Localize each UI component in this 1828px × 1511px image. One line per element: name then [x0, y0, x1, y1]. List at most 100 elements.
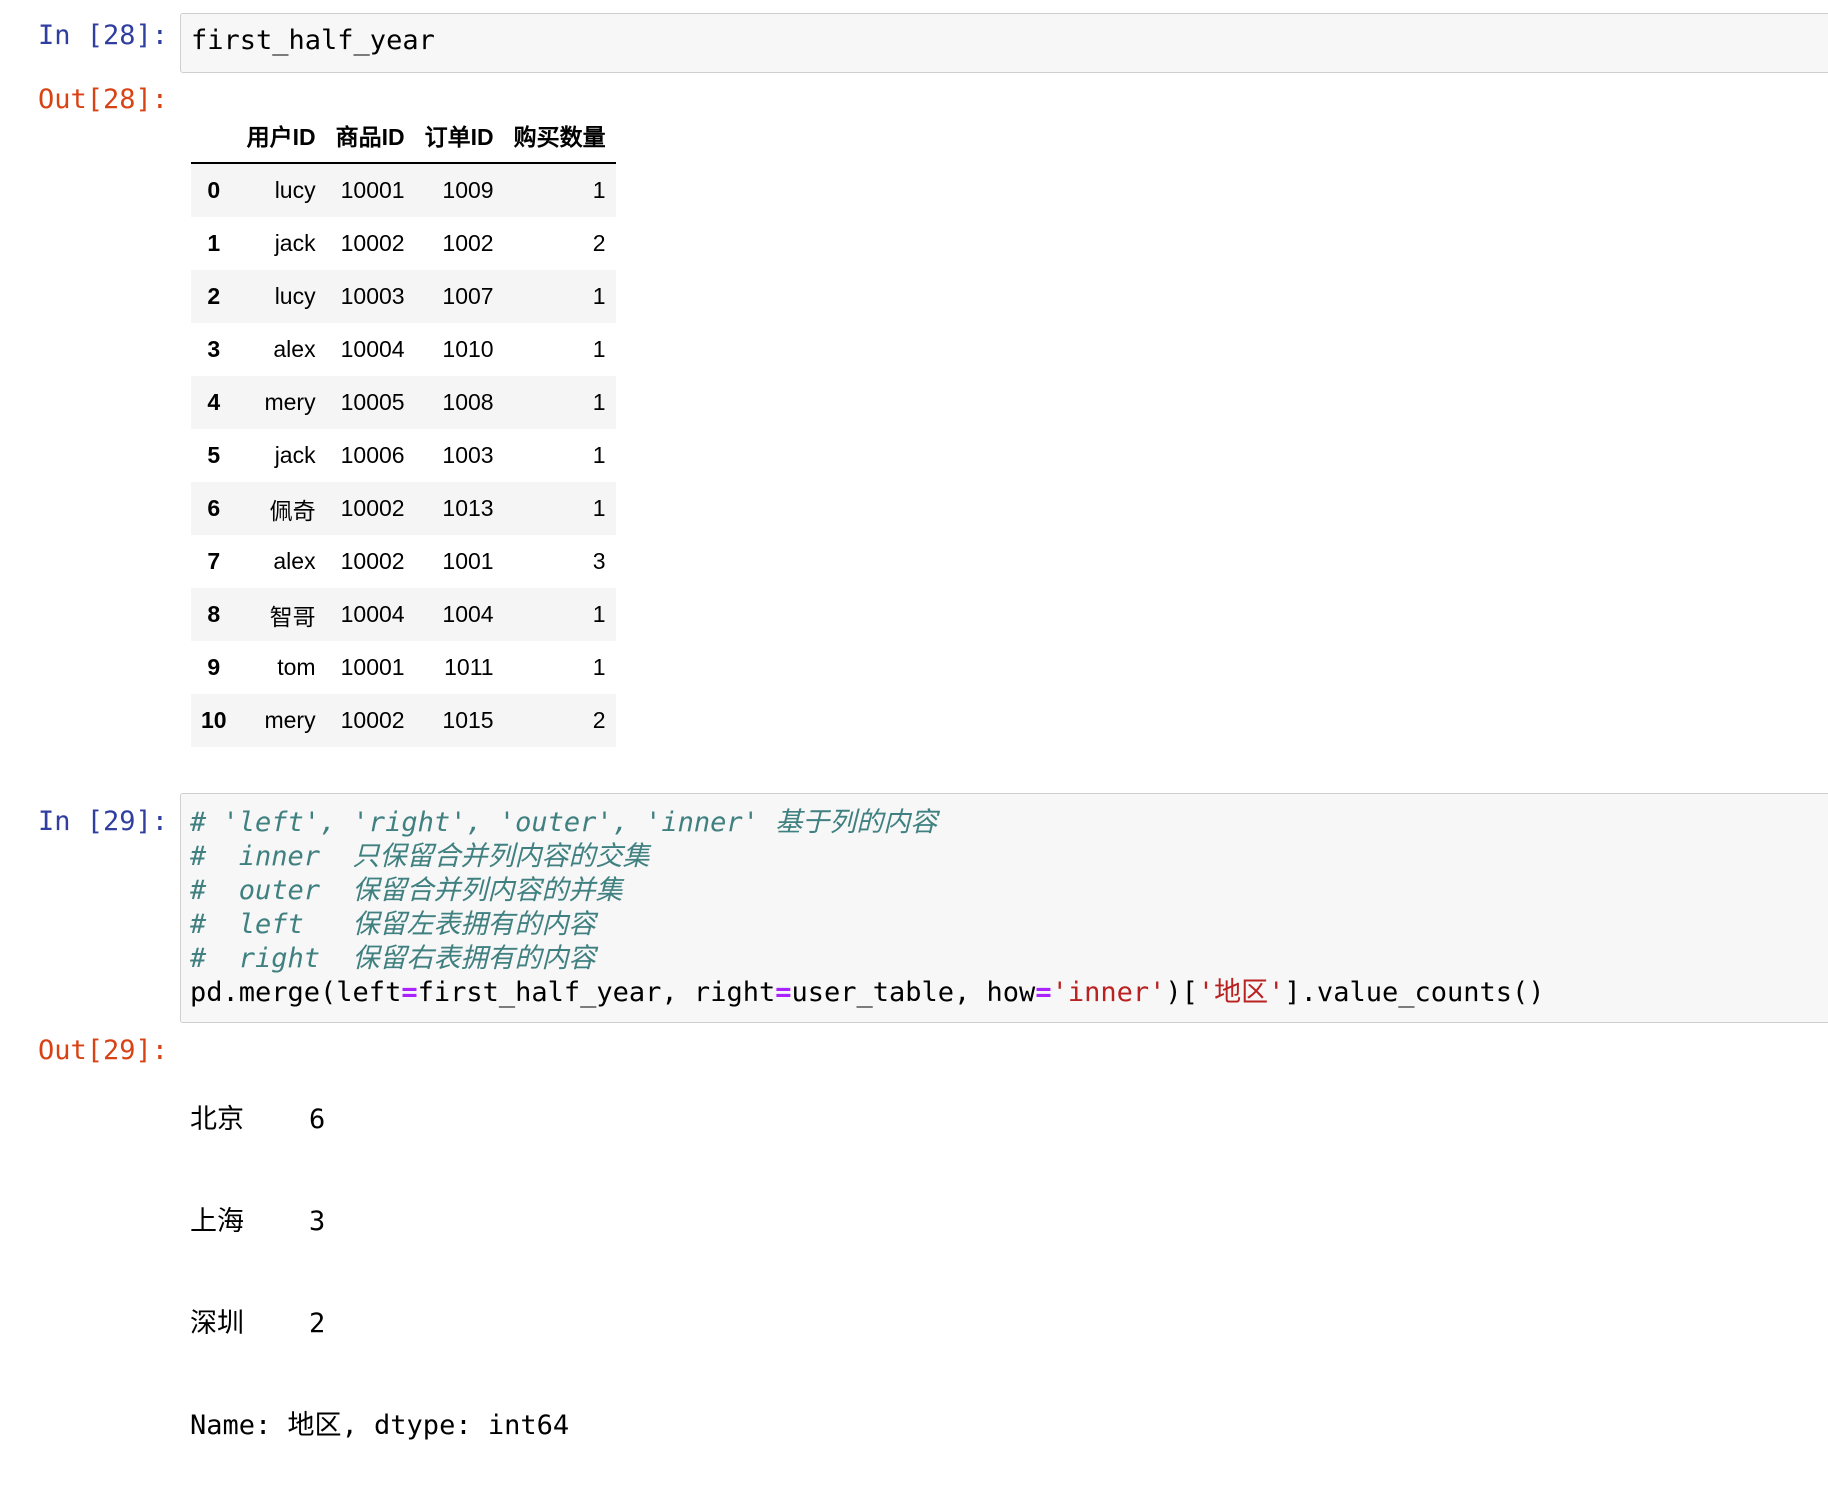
dataframe-table: 用户ID 商品ID 订单ID 购买数量 0 lucy 10001 1009 1 … — [191, 108, 616, 747]
code-token: first_half_year, right — [417, 977, 776, 1008]
table-row: 9 tom 10001 1011 1 — [191, 641, 616, 694]
table-cell: 1 — [592, 601, 606, 627]
table-row: 5 jack 10006 1003 1 — [191, 429, 616, 482]
table-header-row: 用户ID 商品ID 订单ID 购买数量 — [191, 108, 616, 164]
in-prompt-28: In [28]: — [37, 20, 168, 51]
row-index: 5 — [207, 442, 221, 468]
output-line: 北京 6 — [190, 1104, 326, 1135]
table-cell: 10004 — [340, 336, 405, 362]
table-cell: 1002 — [442, 230, 494, 256]
in-prompt-29: In [29]: — [37, 806, 168, 837]
table-cell: alex — [273, 336, 316, 362]
table-cell: tom — [277, 654, 316, 680]
table-row: 2 lucy 10003 1007 1 — [191, 270, 616, 323]
table-cell: 1 — [592, 442, 606, 468]
table-cell: 2 — [592, 707, 606, 733]
code-comment-line: # outer 保留合并列内容的并集 — [190, 875, 623, 906]
table-cell: 10002 — [340, 495, 405, 521]
code-string: '地区' — [1197, 977, 1285, 1008]
row-index: 9 — [207, 654, 221, 680]
code-comment-line: # inner 只保留合并列内容的交集 — [190, 841, 650, 872]
row-index: 1 — [207, 230, 221, 256]
code-input-28[interactable]: first_half_year — [180, 13, 1828, 73]
output-line: 上海 3 — [190, 1206, 326, 1237]
table-cell: 10003 — [340, 283, 405, 309]
output-line: Name: 地区, dtype: int64 — [190, 1410, 570, 1441]
table-row: 4 mery 10005 1008 1 — [191, 376, 616, 429]
row-index: 4 — [207, 389, 221, 415]
table-row: 10 mery 10002 1015 2 — [191, 694, 616, 747]
code-string: 'inner' — [1051, 977, 1166, 1008]
table-cell: 2 — [592, 230, 606, 256]
table-cell: 1011 — [444, 654, 494, 680]
column-header: 商品ID — [325, 108, 415, 164]
table-row: 6 佩奇 10002 1013 1 — [191, 482, 616, 535]
table-cell: 10004 — [340, 601, 405, 627]
table-cell: 1 — [592, 336, 606, 362]
output-line: 深圳 2 — [190, 1308, 326, 1339]
table-row: 7 alex 10002 1001 3 — [191, 535, 616, 588]
table-cell: 1010 — [442, 336, 494, 362]
table-cell: 智哥 — [269, 603, 316, 630]
code-comment-line: # left 保留左表拥有的内容 — [190, 909, 596, 940]
code-input-29[interactable]: # 'left', 'right', 'outer', 'inner' 基于列的… — [180, 793, 1828, 1023]
row-index: 3 — [207, 336, 221, 362]
column-header: 用户ID — [236, 108, 326, 164]
table-cell: 1009 — [442, 177, 494, 203]
table-cell: mery — [264, 389, 316, 415]
row-index: 8 — [207, 601, 221, 627]
out-prompt-28: Out[28]: — [37, 84, 168, 115]
code-comment-line: # 'left', 'right', 'outer', 'inner' 基于列的… — [190, 807, 938, 838]
table-cell: 10001 — [340, 177, 405, 203]
output-text: 北京 6 上海 3 深圳 2 Name: 地区, dtype: int64 — [190, 1035, 569, 1511]
code-operator: = — [1035, 977, 1052, 1008]
table-cell: 佩奇 — [269, 497, 316, 524]
table-cell: 1 — [592, 495, 606, 521]
table-cell: 1 — [592, 389, 606, 415]
table-cell: mery — [264, 707, 316, 733]
table-cell: lucy — [274, 283, 316, 309]
table-row: 1 jack 10002 1002 2 — [191, 217, 616, 270]
row-index: 0 — [207, 177, 221, 203]
row-index: 10 — [201, 707, 227, 733]
table-cell: 10005 — [340, 389, 405, 415]
column-header: 购买数量 — [503, 108, 616, 164]
table-row: 8 智哥 10004 1004 1 — [191, 588, 616, 641]
table-cell: 10002 — [340, 230, 405, 256]
index-header — [191, 108, 237, 164]
code-token: user_table, how — [791, 977, 1036, 1008]
table-cell: 10002 — [340, 707, 405, 733]
code-comment-line: # right 保留右表拥有的内容 — [190, 943, 596, 974]
row-index: 2 — [207, 283, 221, 309]
table-cell: 10001 — [340, 654, 405, 680]
table-cell: 1 — [592, 654, 606, 680]
table-cell: 10002 — [340, 548, 405, 574]
table-cell: 1013 — [442, 495, 494, 521]
table-cell: 1008 — [442, 389, 494, 415]
code-token: ].value_counts() — [1284, 977, 1545, 1008]
table-cell: 1007 — [442, 283, 494, 309]
code-token: )[ — [1165, 977, 1198, 1008]
table-cell: 3 — [592, 548, 606, 574]
table-cell: jack — [274, 230, 316, 256]
row-index: 7 — [207, 548, 221, 574]
code-line: first_half_year — [191, 25, 435, 56]
code-token: pd.merge(left — [190, 977, 402, 1008]
table-cell: jack — [274, 442, 316, 468]
column-header: 订单ID — [414, 108, 504, 164]
table-cell: 1 — [592, 177, 606, 203]
table-cell: 10006 — [340, 442, 405, 468]
table-cell: 1 — [592, 283, 606, 309]
row-index: 6 — [207, 495, 221, 521]
code-merge-line: pd.merge(left=first_half_year, right=use… — [190, 976, 1828, 1010]
code-operator: = — [775, 977, 792, 1008]
table-cell: alex — [273, 548, 316, 574]
table-row: 0 lucy 10001 1009 1 — [191, 163, 616, 217]
table-row: 3 alex 10004 1010 1 — [191, 323, 616, 376]
table-cell: lucy — [274, 177, 316, 203]
table-cell: 1003 — [442, 442, 494, 468]
table-cell: 1001 — [442, 548, 494, 574]
table-cell: 1015 — [442, 707, 494, 733]
table-cell: 1004 — [442, 601, 494, 627]
code-operator: = — [401, 977, 418, 1008]
